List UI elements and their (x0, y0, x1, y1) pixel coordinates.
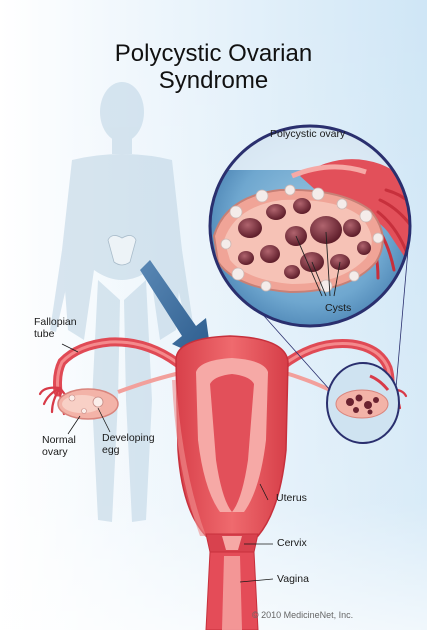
label-polycystic-ovary: Polycystic ovary (270, 129, 345, 140)
label-fallopian-tube-line2: tube (34, 329, 54, 340)
copyright-text: © 2010 MedicineNet, Inc. (252, 610, 353, 620)
label-normal-ovary-line1: Normal (42, 435, 76, 446)
page-title: Polycystic Ovarian (0, 40, 427, 68)
small-polycystic-ovary (327, 363, 399, 443)
developing-egg (93, 397, 103, 407)
label-normal-ovary-line2: ovary (42, 447, 68, 458)
page-title-line2: Syndrome (0, 67, 427, 95)
label-developing-egg-line1: Developing (102, 433, 155, 444)
label-uterus: Uterus (276, 493, 307, 504)
label-fallopian-tube-line1: Fallopian (34, 317, 77, 328)
label-developing-egg-line2: egg (102, 445, 120, 456)
uterus (172, 336, 288, 536)
label-vagina: Vagina (277, 574, 309, 585)
label-cysts: Cysts (325, 303, 351, 314)
cervix (206, 534, 258, 552)
label-cervix: Cervix (277, 538, 307, 549)
normal-ovary (58, 389, 118, 419)
vagina (206, 552, 258, 630)
